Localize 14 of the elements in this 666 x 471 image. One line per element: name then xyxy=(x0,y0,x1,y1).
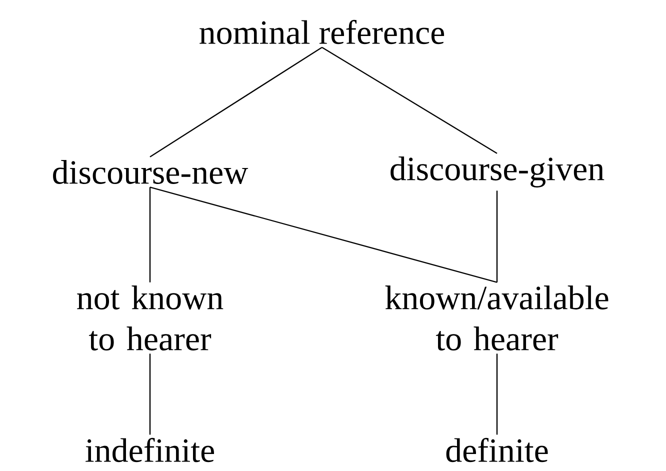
tree-branch xyxy=(322,46,498,154)
tree-branch xyxy=(150,46,322,158)
term-label: known/available to hearer xyxy=(385,286,608,350)
term-label: discourse-new xyxy=(53,160,248,184)
term-label: indefinite xyxy=(86,438,214,462)
term-label: discourse-given xyxy=(390,156,604,188)
tree-branch xyxy=(150,186,498,283)
term-label: nominal reference xyxy=(200,20,444,44)
tree-branch xyxy=(496,190,498,282)
tree-branch xyxy=(149,187,151,282)
term-label: not known to hearer xyxy=(77,286,224,350)
tree-branch xyxy=(496,354,498,435)
term-label: definite xyxy=(446,438,548,462)
tree-branch xyxy=(149,354,151,435)
